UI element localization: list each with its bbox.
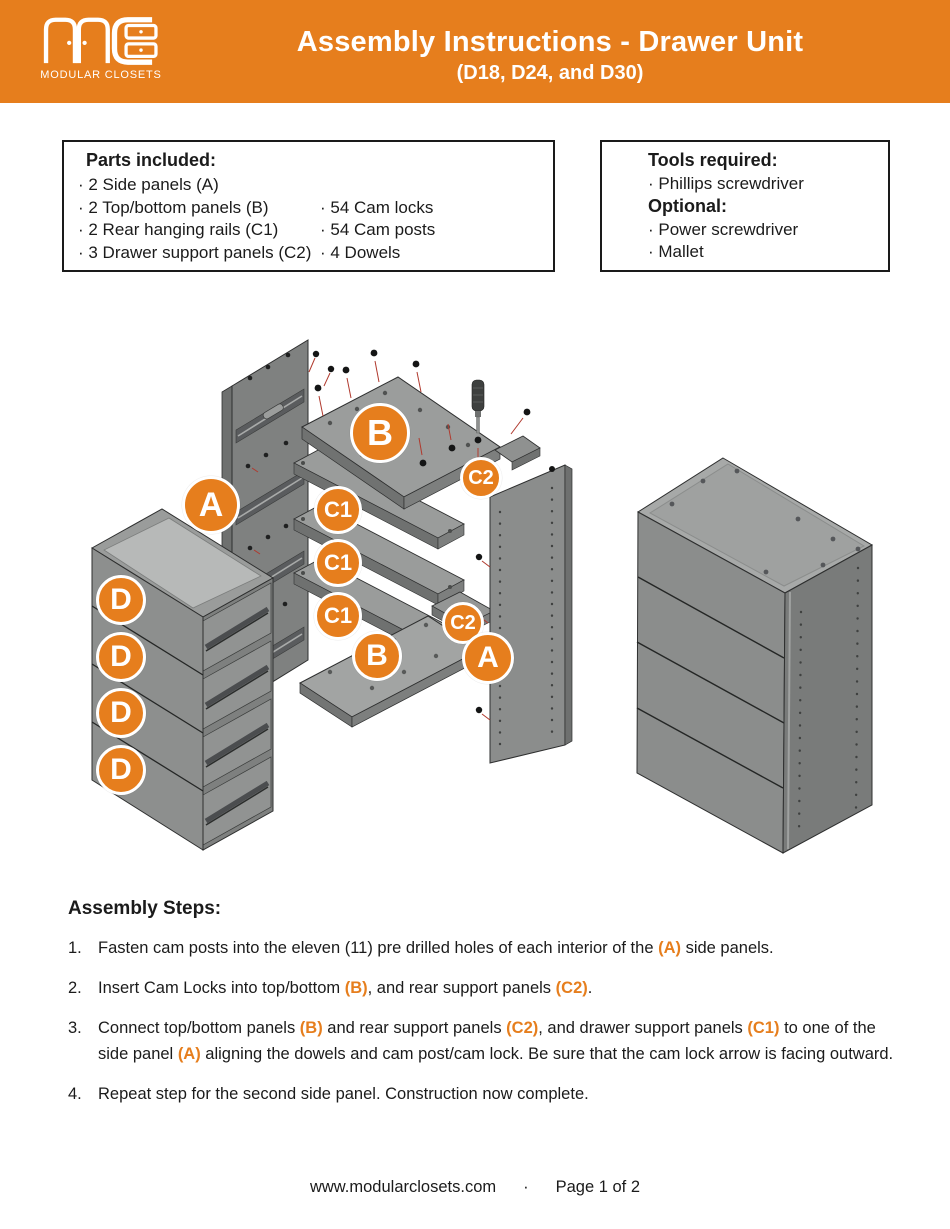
side-panel-a-right-graphic <box>473 464 573 764</box>
brand-name: MODULAR CLOSETS <box>40 69 162 81</box>
assembly-diagram-drawing <box>91 339 874 854</box>
rail-c1-graphic <box>293 448 465 550</box>
parts-list: · 2 Side panels (A) · 2 Top/bottom panels… <box>78 174 553 264</box>
part-label-c1: C1 <box>314 486 362 534</box>
brand-logo: MODULAR CLOSETS <box>36 13 166 81</box>
step-text: Fasten cam posts into the eleven (11) pr… <box>98 939 774 957</box>
part-label-c2: C2 <box>442 602 484 644</box>
part-label-d: D <box>96 688 146 738</box>
screwdriver-icon <box>471 379 485 470</box>
tools-list: · Phillips screwdriver <box>648 173 888 196</box>
assembly-step: 2. Insert Cam Locks into top/bottom (B), … <box>68 975 908 1001</box>
tools-required-title: Tools required: <box>648 150 778 170</box>
part-label-b: B <box>350 403 410 463</box>
step-number: 3. <box>68 1019 82 1038</box>
list-item: · 4 Dowels <box>320 242 401 262</box>
header-banner: MODULAR CLOSETS Assembly Instructions - … <box>0 0 950 103</box>
list-item: · 3 Drawer support panels (C2) <box>78 242 312 262</box>
part-label-a: A <box>182 476 240 534</box>
assembly-step: 3. Connect top/bottom panels (B) and rear… <box>68 1015 908 1067</box>
parts-column-2: · 54 Cam locks · 54 Cam posts · 4 Dowels <box>320 197 435 265</box>
page-number: Page 1 of 2 <box>555 1178 641 1196</box>
page-subtitle: (D18, D24, and D30) <box>456 62 644 84</box>
assembly-step: 4. Repeat step for the second side panel.… <box>68 1081 908 1107</box>
parts-included-box: Parts included: · 2 Side panels (A) · 2 T… <box>62 140 555 272</box>
list-item: · Phillips screwdriver <box>648 174 804 193</box>
part-label-b: B <box>352 631 402 681</box>
step-text: Repeat step for the second side panel. C… <box>98 1085 589 1104</box>
part-label-d: D <box>96 632 146 682</box>
assembly-steps-list: 1. Fasten cam posts into the eleven (11) … <box>68 935 908 1107</box>
assembled-unit-graphic <box>636 457 874 854</box>
header-titles: Assembly Instructions - Drawer Unit (D18… <box>170 26 930 85</box>
part-label-d: D <box>96 745 146 795</box>
tools-required-box: Tools required: · Phillips screwdriver O… <box>600 140 890 272</box>
parts-column-1: · 2 Side panels (A) · 2 Top/bottom panels… <box>78 174 553 264</box>
list-item: · 2 Rear hanging rails (C1) <box>78 220 279 239</box>
list-item: · 54 Cam posts <box>320 220 436 239</box>
part-label-c1: C1 <box>314 539 362 587</box>
assembly-steps-title: Assembly Steps: <box>68 898 222 919</box>
modular-closets-logo-icon <box>43 17 158 65</box>
tools-optional-title: Optional: <box>648 195 727 216</box>
step-number: 2. <box>68 979 82 998</box>
footer-separator: · <box>523 1178 529 1196</box>
parts-included-title: Parts included: <box>86 150 217 170</box>
page-footer: www.modularclosets.com · Page 1 of 2 <box>0 1178 950 1197</box>
assembly-step: 1. Fasten cam posts into the eleven (11) … <box>68 935 908 961</box>
list-item: · Power screwdriver <box>648 219 799 239</box>
step-number: 4. <box>68 1085 82 1104</box>
part-label-a: A <box>462 632 514 684</box>
cam-lock-pins <box>314 349 531 467</box>
part-label-d: D <box>96 575 146 625</box>
step-text: Insert Cam Locks into top/bottom (B), an… <box>98 979 593 998</box>
tools-optional-list: · Power screwdriver · Mallet <box>648 219 888 264</box>
part-label-c2: C2 <box>460 457 502 499</box>
page-title: Assembly Instructions - Drawer Unit <box>296 26 804 58</box>
list-item: · 54 Cam locks <box>320 197 434 217</box>
list-item: · Mallet <box>648 242 704 261</box>
part-label-c1: C1 <box>314 592 362 640</box>
website-url: www.modularclosets.com <box>309 1178 497 1196</box>
step-number: 1. <box>68 939 82 957</box>
step-text: Connect top/bottom panels (B) and rear s… <box>98 1019 894 1064</box>
list-item: · 2 Side panels (A) <box>78 175 219 194</box>
assembly-steps-section: Assembly Steps: 1. Fasten cam posts into … <box>68 898 908 1121</box>
list-item: · 2 Top/bottom panels (B) <box>78 197 269 217</box>
